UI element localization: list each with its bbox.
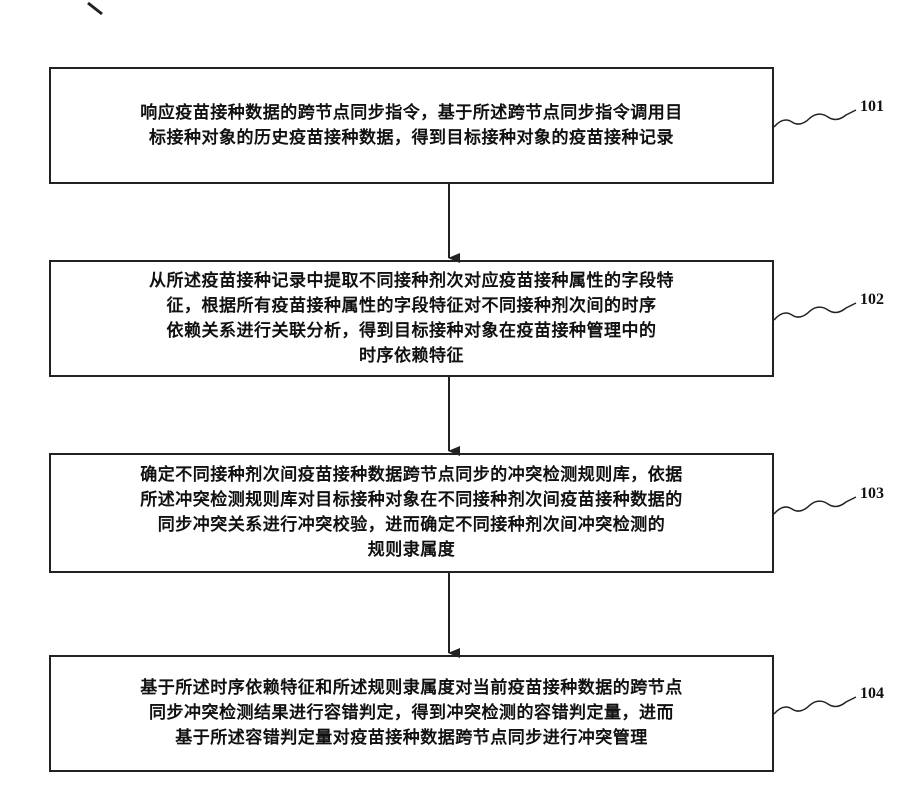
step-label-103: 103 [860,485,884,503]
corner-mark [88,3,102,14]
leader-line-104 [774,697,856,714]
leader-line-102 [774,303,856,320]
leader-line-103 [774,497,856,514]
step-label-102: 102 [860,291,884,309]
step-label-101: 101 [860,98,884,116]
leader-line-101 [774,110,856,127]
step-label-104: 104 [860,685,884,703]
